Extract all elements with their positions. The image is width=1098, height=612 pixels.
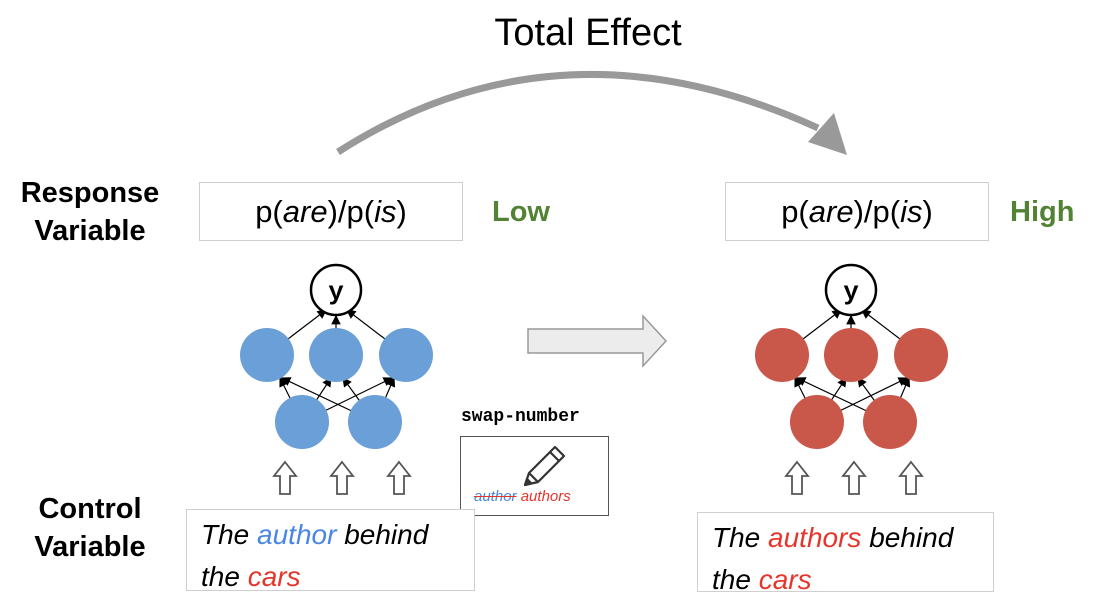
- control-variable-label: Control Variable: [34, 493, 146, 563]
- subject-word: author: [257, 519, 337, 550]
- output-node-label: y: [843, 277, 859, 307]
- old-word: author: [474, 488, 517, 505]
- right-network: y: [755, 263, 948, 449]
- new-word: authors: [520, 488, 571, 505]
- input-node: [863, 395, 917, 449]
- left-network: y: [240, 263, 433, 449]
- up-arrow-icon: [898, 460, 924, 495]
- swap-number-box: author authors: [460, 436, 609, 516]
- right-response-text: p(are)/p(is): [781, 193, 933, 229]
- pencil-icon: [523, 445, 566, 487]
- up-arrow-icon: [386, 460, 412, 495]
- intervention-arrow: [527, 314, 668, 368]
- response-variable-label: Response Variable: [20, 177, 160, 247]
- swap-number-label: swap-number: [461, 407, 580, 427]
- left-level-low: Low: [492, 196, 550, 228]
- right-level-high: High: [1010, 196, 1075, 228]
- hidden-node: [309, 328, 363, 382]
- left-sentence-box: The author behind the cars: [186, 509, 475, 592]
- left-response-text: p(are)/p(is): [255, 193, 407, 229]
- swap-words: author authors: [474, 488, 571, 505]
- output-node: [309, 263, 363, 317]
- object-word: cars: [758, 564, 812, 595]
- left-response-box: p(are)/p(is): [199, 182, 463, 241]
- object-word: cars: [247, 561, 301, 592]
- input-node: [275, 395, 329, 449]
- output-node: [824, 263, 878, 317]
- up-arrow-icon: [329, 460, 355, 495]
- hidden-node: [379, 328, 433, 382]
- subject-word: authors: [768, 522, 862, 553]
- hidden-node: [894, 328, 948, 382]
- up-arrow-icon: [784, 460, 810, 495]
- hidden-node: [824, 328, 878, 382]
- input-node: [348, 395, 402, 449]
- hidden-node: [755, 328, 809, 382]
- right-sentence-box: The authors behind the cars: [697, 512, 994, 595]
- hidden-node: [240, 328, 294, 382]
- output-node-label: y: [328, 277, 344, 307]
- up-arrow-icon: [272, 460, 298, 495]
- right-response-box: p(are)/p(is): [725, 182, 989, 241]
- diagram-title: Total Effect: [494, 12, 682, 54]
- left-input-arrows: [272, 460, 412, 495]
- up-arrow-icon: [841, 460, 867, 495]
- input-node: [790, 395, 844, 449]
- right-input-arrows: [784, 460, 924, 495]
